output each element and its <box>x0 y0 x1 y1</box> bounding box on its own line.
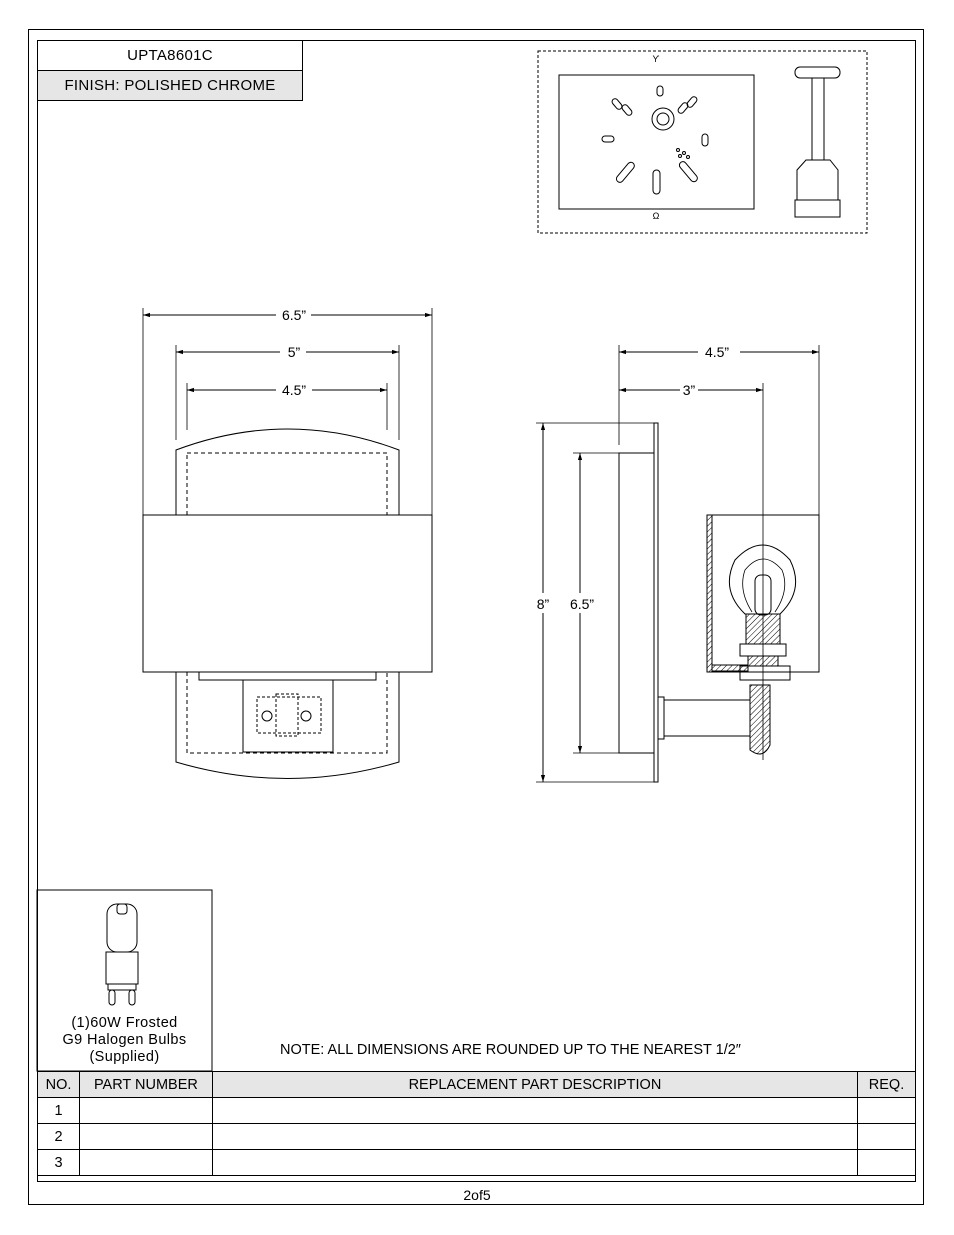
cell-no: 2 <box>37 1123 80 1150</box>
cell-part-number <box>78 1149 213 1176</box>
cell-description <box>211 1123 859 1150</box>
cell-req <box>857 1149 916 1176</box>
page-number: 2of5 <box>463 1187 491 1203</box>
cell-no: 3 <box>37 1149 80 1176</box>
cell-part-number <box>78 1097 213 1124</box>
table-header-row: NO. PART NUMBER REPLACEMENT PART DESCRIP… <box>37 1071 916 1098</box>
page-border <box>28 29 924 1205</box>
dim-front-inner: 4.5” <box>282 382 306 398</box>
dim-side-inner-depth: 3” <box>683 382 696 398</box>
cell-description <box>211 1097 859 1124</box>
table-row: 3 <box>37 1149 916 1176</box>
g9-bulb-icon <box>105 903 139 1006</box>
dim-front-overall: 6.5” <box>282 307 306 323</box>
bulb-line-1: (1)60W Frosted <box>71 1015 178 1031</box>
bulb-description: (1)60W Frosted G9 Halogen Bulbs (Supplie… <box>38 1015 211 1066</box>
drawing-frame <box>37 40 916 1182</box>
dim-front-mid: 5” <box>288 344 301 360</box>
model-number: UPTA8601C <box>37 40 303 71</box>
mounting-plate-detail: ϒ Ω <box>537 50 868 234</box>
side-view <box>536 345 820 783</box>
bulb-line-2: G9 Halogen Bulbs <box>62 1032 187 1048</box>
col-no: NO. <box>37 1071 80 1098</box>
dim-side-overall-height: 8” <box>537 596 550 612</box>
replacement-parts-table: NO. PART NUMBER REPLACEMENT PART DESCRIP… <box>37 1071 916 1176</box>
dim-side-depth: 4.5” <box>705 344 729 360</box>
dim-side-inner-height: 6.5” <box>570 596 594 612</box>
bulb-line-3: (Supplied) <box>89 1049 160 1065</box>
cell-description <box>211 1149 859 1176</box>
cell-req <box>857 1123 916 1150</box>
cell-no: 1 <box>37 1097 80 1124</box>
cell-part-number <box>78 1123 213 1150</box>
front-view <box>142 308 433 779</box>
finish-label: FINISH: POLISHED CHROME <box>37 70 303 101</box>
col-description: REPLACEMENT PART DESCRIPTION <box>211 1071 859 1098</box>
svg-text:Ω: Ω <box>653 211 660 221</box>
table-row: 2 <box>37 1123 916 1150</box>
cell-req <box>857 1097 916 1124</box>
dimension-note: NOTE: ALL DIMENSIONS ARE ROUNDED UP TO T… <box>280 1042 741 1058</box>
svg-text:ϒ: ϒ <box>653 54 660 64</box>
table-row: 1 <box>37 1097 916 1124</box>
col-part-number: PART NUMBER <box>78 1071 213 1098</box>
col-req: REQ. <box>857 1071 916 1098</box>
